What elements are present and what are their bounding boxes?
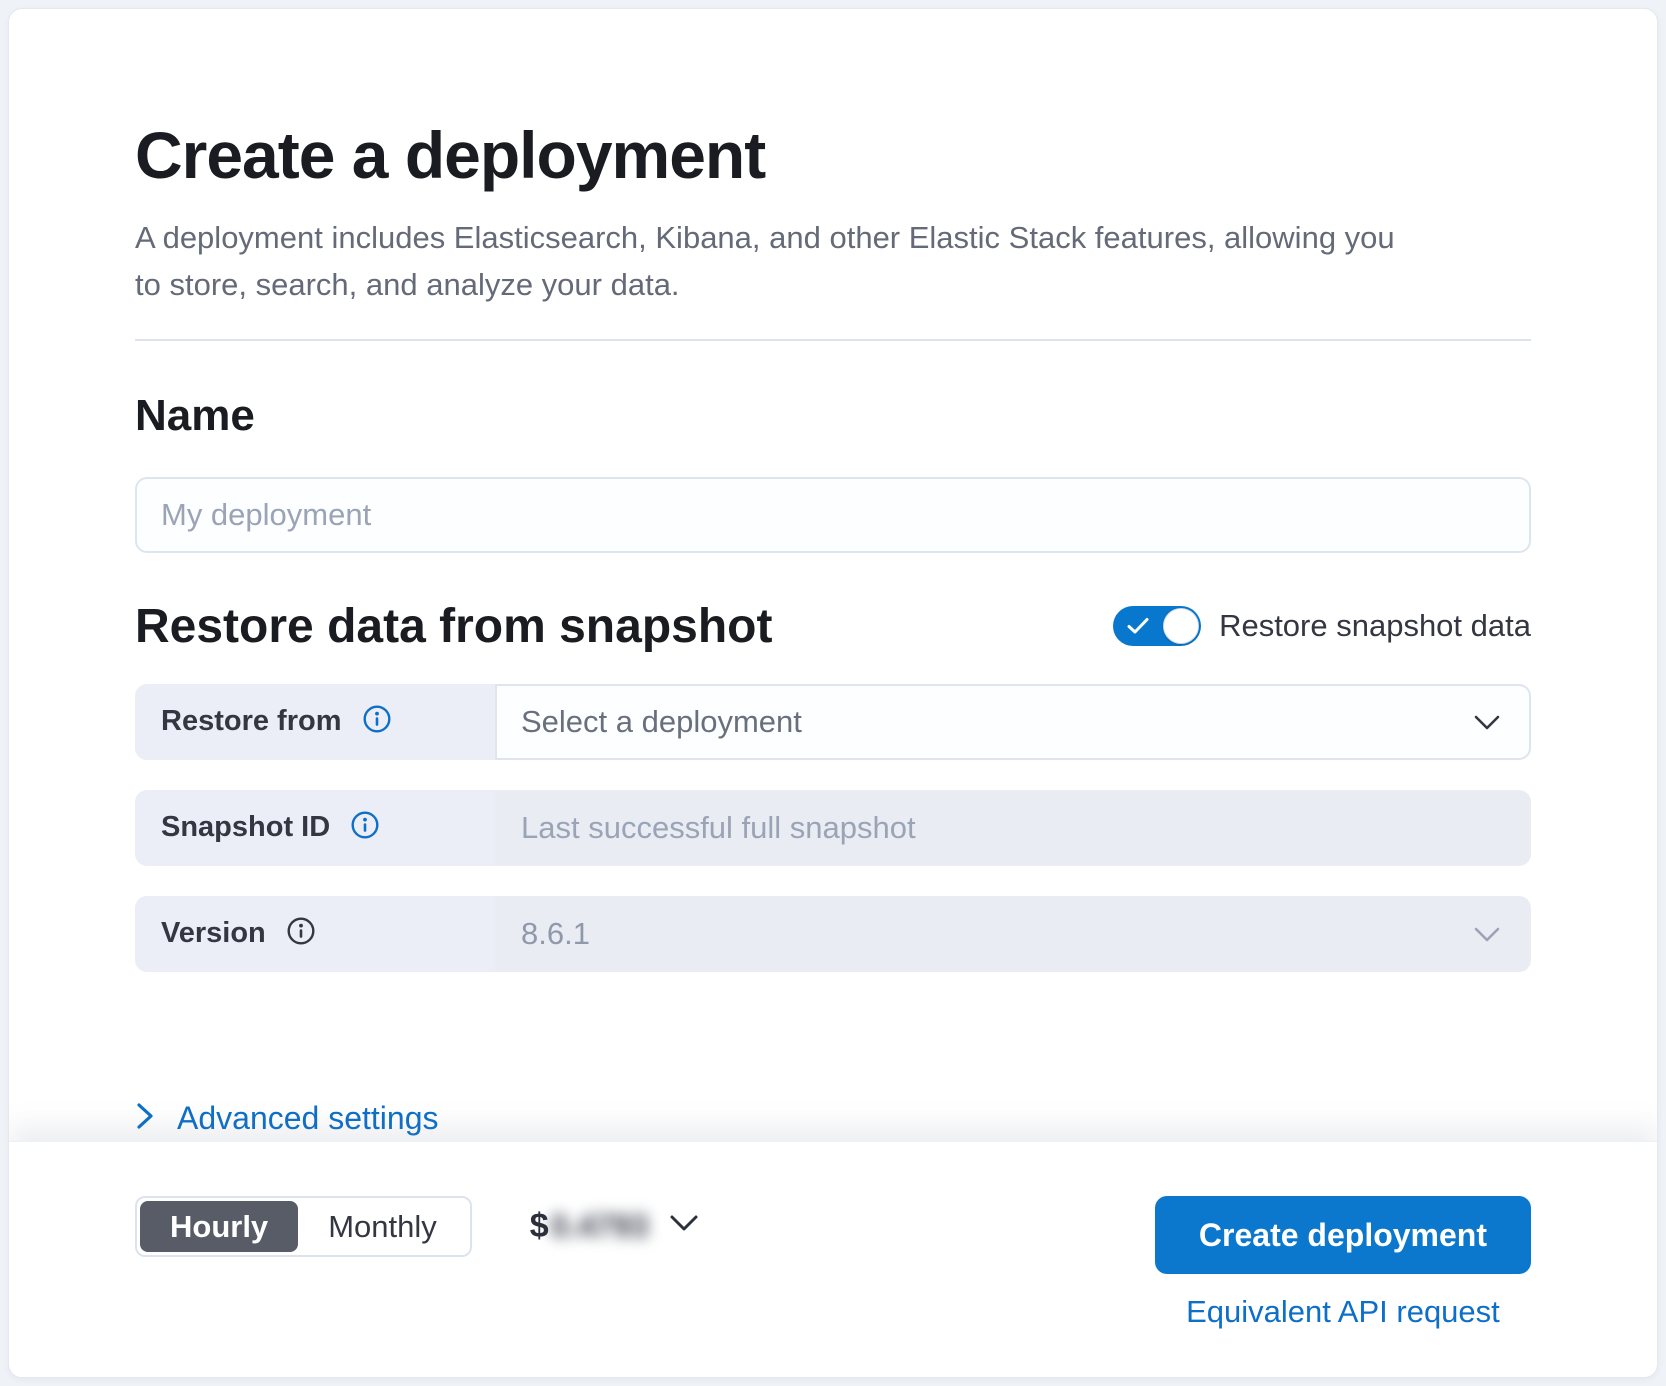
page-title: Create a deployment (135, 118, 766, 192)
billing-controls: Hourly Monthly $ 0.4793 (135, 1196, 699, 1257)
equivalent-api-request-link[interactable]: Equivalent API request (1186, 1294, 1500, 1329)
snapshot-id-placeholder: Last successful full snapshot (521, 809, 916, 845)
price-amount-blurred: 0.4793 (550, 1208, 649, 1244)
snapshot-section-heading: Restore data from snapshot (135, 599, 773, 653)
info-icon[interactable] (286, 916, 316, 951)
version-select-value: 8.6.1 (521, 915, 590, 951)
divider (135, 338, 1531, 341)
restore-snapshot-toggle-label[interactable]: Restore snapshot data (1219, 608, 1531, 644)
chevron-down-icon (669, 1214, 699, 1239)
restore-from-row: Restore from Select a deployment (135, 683, 1531, 760)
info-icon[interactable] (362, 704, 392, 739)
footer-actions: Create deployment Equivalent API request (1154, 1196, 1531, 1330)
advanced-settings-label: Advanced settings (177, 1099, 439, 1136)
restore-from-select[interactable]: Select a deployment (495, 683, 1531, 760)
restore-snapshot-toggle[interactable] (1113, 606, 1202, 647)
footer-bar: Hourly Monthly $ 0.4793 Create deploymen… (9, 1141, 1657, 1377)
restore-snapshot-toggle-wrap: Restore snapshot data (1113, 606, 1531, 647)
price-currency: $ (529, 1207, 549, 1245)
toggle-knob (1163, 608, 1200, 645)
snapshot-section-header: Restore data from snapshot Restore snaps… (135, 599, 1531, 654)
snapshot-id-label: Snapshot ID (161, 811, 331, 844)
advanced-settings-link[interactable]: Advanced settings (135, 1100, 439, 1137)
version-label: Version (161, 917, 266, 950)
page-card: Create a deployment A deployment include… (8, 8, 1658, 1378)
restore-from-label-cell: Restore from (135, 683, 495, 760)
snapshot-id-row: Snapshot ID Last successful full snapsho… (135, 789, 1531, 866)
price-dropdown[interactable]: $ 0.4793 (530, 1207, 699, 1246)
version-row: Version 8.6.1 (135, 895, 1531, 972)
snapshot-id-input: Last successful full snapshot (495, 789, 1531, 866)
chevron-down-icon (1473, 916, 1501, 952)
monthly-button[interactable]: Monthly (298, 1201, 467, 1252)
billing-period-button-group: Hourly Monthly (135, 1196, 472, 1257)
info-icon[interactable] (350, 810, 380, 845)
hourly-button[interactable]: Hourly (140, 1201, 299, 1252)
page-subtitle: A deployment includes Elasticsearch, Kib… (135, 220, 1395, 303)
chevron-right-icon (135, 1101, 155, 1136)
create-deployment-form: Create a deployment A deployment include… (9, 9, 1657, 1141)
version-select: 8.6.1 (495, 895, 1531, 972)
version-label-cell: Version (135, 895, 495, 972)
create-deployment-button[interactable]: Create deployment (1154, 1196, 1531, 1274)
name-section-heading: Name (135, 390, 255, 440)
check-icon (1127, 617, 1149, 640)
chevron-down-icon (1473, 704, 1501, 740)
snapshot-id-label-cell: Snapshot ID (135, 789, 495, 866)
restore-from-label: Restore from (161, 705, 342, 738)
restore-from-select-value: Select a deployment (521, 703, 802, 739)
deployment-name-input[interactable] (135, 476, 1531, 553)
